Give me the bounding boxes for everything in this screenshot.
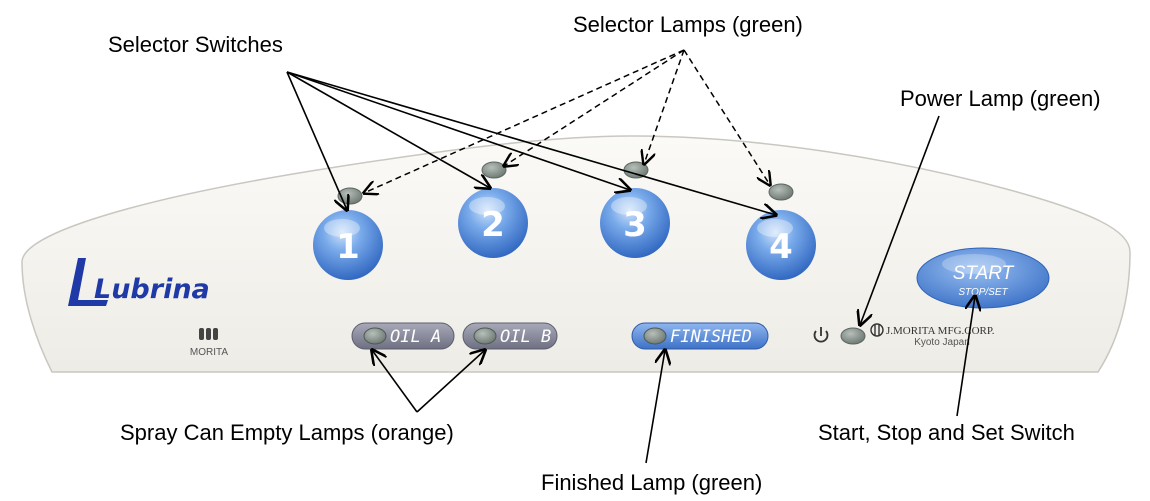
maker-logo-icon: [870, 323, 884, 337]
power-lamp-arrow: [860, 115, 940, 325]
power-lamp: [840, 327, 866, 345]
selector-switches-arrows: [286, 71, 776, 215]
callout-finished-lamp: Finished Lamp (green): [541, 470, 762, 495]
start-switch-arrow: [956, 296, 975, 417]
start-button-label: START: [953, 263, 1015, 284]
oil-b-label: OIL B: [500, 327, 551, 347]
callout-power-lamp: Power Lamp (green): [900, 86, 1101, 111]
maker-location: Kyoto Japan: [914, 337, 970, 348]
maker-logo-text: MORITA: [190, 347, 228, 358]
oil-b-lamp: [473, 327, 497, 345]
start-stop-set-button[interactable]: START STOP/SET: [916, 247, 1050, 309]
selector-lamp-2: [481, 161, 507, 179]
finished-lamp-arrow: [645, 350, 665, 464]
selector-switch-1[interactable]: 1: [313, 210, 383, 280]
selector-switch-3-label: 3: [623, 205, 647, 245]
oil-a-lamp: [363, 327, 387, 345]
selector-lamp-3: [623, 161, 649, 179]
callout-selector-lamps: Selector Lamps (green): [573, 12, 803, 37]
control-panel: [21, 135, 1131, 373]
selector-lamp-4: [768, 183, 794, 201]
finished-indicator: FINISHED: [631, 322, 769, 350]
morita-logo: MORITA: [190, 328, 228, 358]
callout-spray-can-empty-lamps: Spray Can Empty Lamps (orange): [120, 420, 454, 445]
selector-switch-1-label: 1: [336, 227, 360, 267]
oil-a-label: OIL A: [390, 327, 441, 347]
selector-switch-4-label: 4: [769, 227, 793, 267]
oil-a-indicator: OIL A: [351, 322, 455, 350]
finished-lamp: [643, 327, 667, 345]
start-button-sublabel: STOP/SET: [958, 287, 1008, 298]
maker-mark: J.MORITA MFG.CORP. Kyoto Japan: [870, 323, 995, 348]
oil-b-indicator: OIL B: [462, 322, 558, 350]
spray-can-lamps-arrows: [372, 350, 485, 413]
lubrina-logo: Lubrina: [68, 258, 210, 306]
callout-start-stop-set-switch: Start, Stop and Set Switch: [818, 420, 1075, 445]
selector-switch-2-label: 2: [481, 205, 505, 245]
selector-switch-2[interactable]: 2: [458, 188, 528, 258]
maker-name: J.MORITA MFG.CORP.: [886, 325, 995, 337]
brand-logo-text: Lubrina: [94, 274, 210, 305]
callout-selector-switches: Selector Switches: [108, 32, 283, 57]
selector-switch-3[interactable]: 3: [600, 188, 670, 258]
finished-label: FINISHED: [670, 327, 752, 347]
power-icon: [813, 327, 829, 343]
selector-switch-4[interactable]: 4: [746, 210, 816, 280]
selector-lamps-arrows: [364, 49, 770, 193]
